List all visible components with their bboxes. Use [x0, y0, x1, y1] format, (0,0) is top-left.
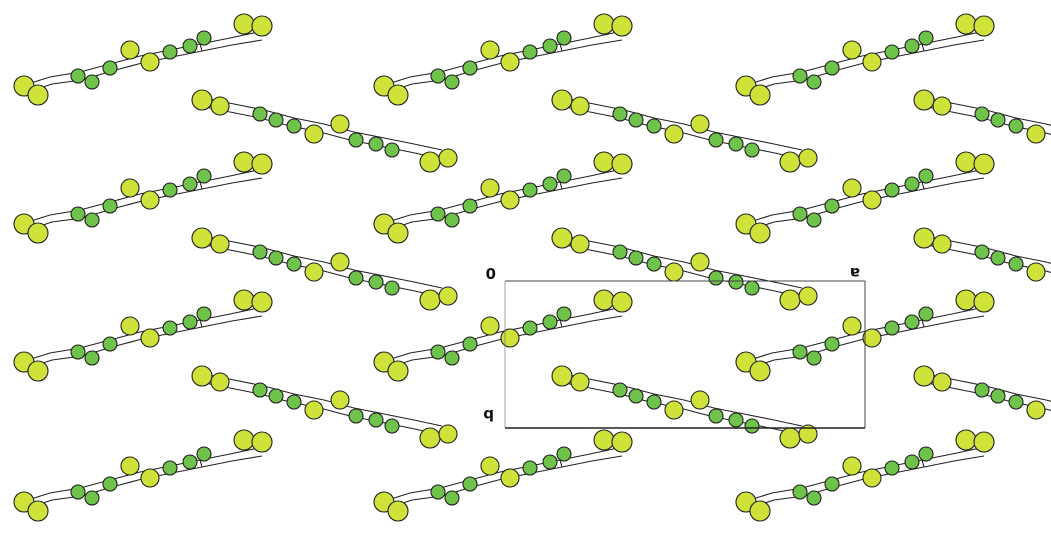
molecule-a-0: [13, 13, 273, 106]
molecule-b-5: [191, 227, 458, 311]
molecule-a-14: [735, 13, 995, 106]
molecule-b-13: [551, 365, 818, 449]
molecule-a-8: [373, 151, 633, 244]
molecule-b-6: [191, 365, 458, 449]
molecule-a-1: [13, 151, 273, 244]
molecule-a-7: [373, 13, 633, 106]
unit-cell-a-label: a: [850, 264, 860, 282]
molecule-a-2: [13, 289, 273, 382]
molecule-b-12: [551, 227, 818, 311]
unit-cell-b-label: b: [483, 406, 494, 424]
molecule-b-4: [191, 89, 458, 173]
molecule-a-3: [13, 429, 273, 522]
molecule-layer: [13, 13, 1051, 522]
unit-cell: 0 a b: [483, 264, 866, 429]
molecule-a-15: [735, 151, 995, 244]
molecule-a-9: [373, 289, 633, 382]
molecule-a-17: [735, 429, 995, 522]
unit-cell-origin-label: 0: [486, 264, 496, 282]
molecule-a-10: [373, 429, 633, 522]
molecule-b-11: [551, 89, 818, 173]
